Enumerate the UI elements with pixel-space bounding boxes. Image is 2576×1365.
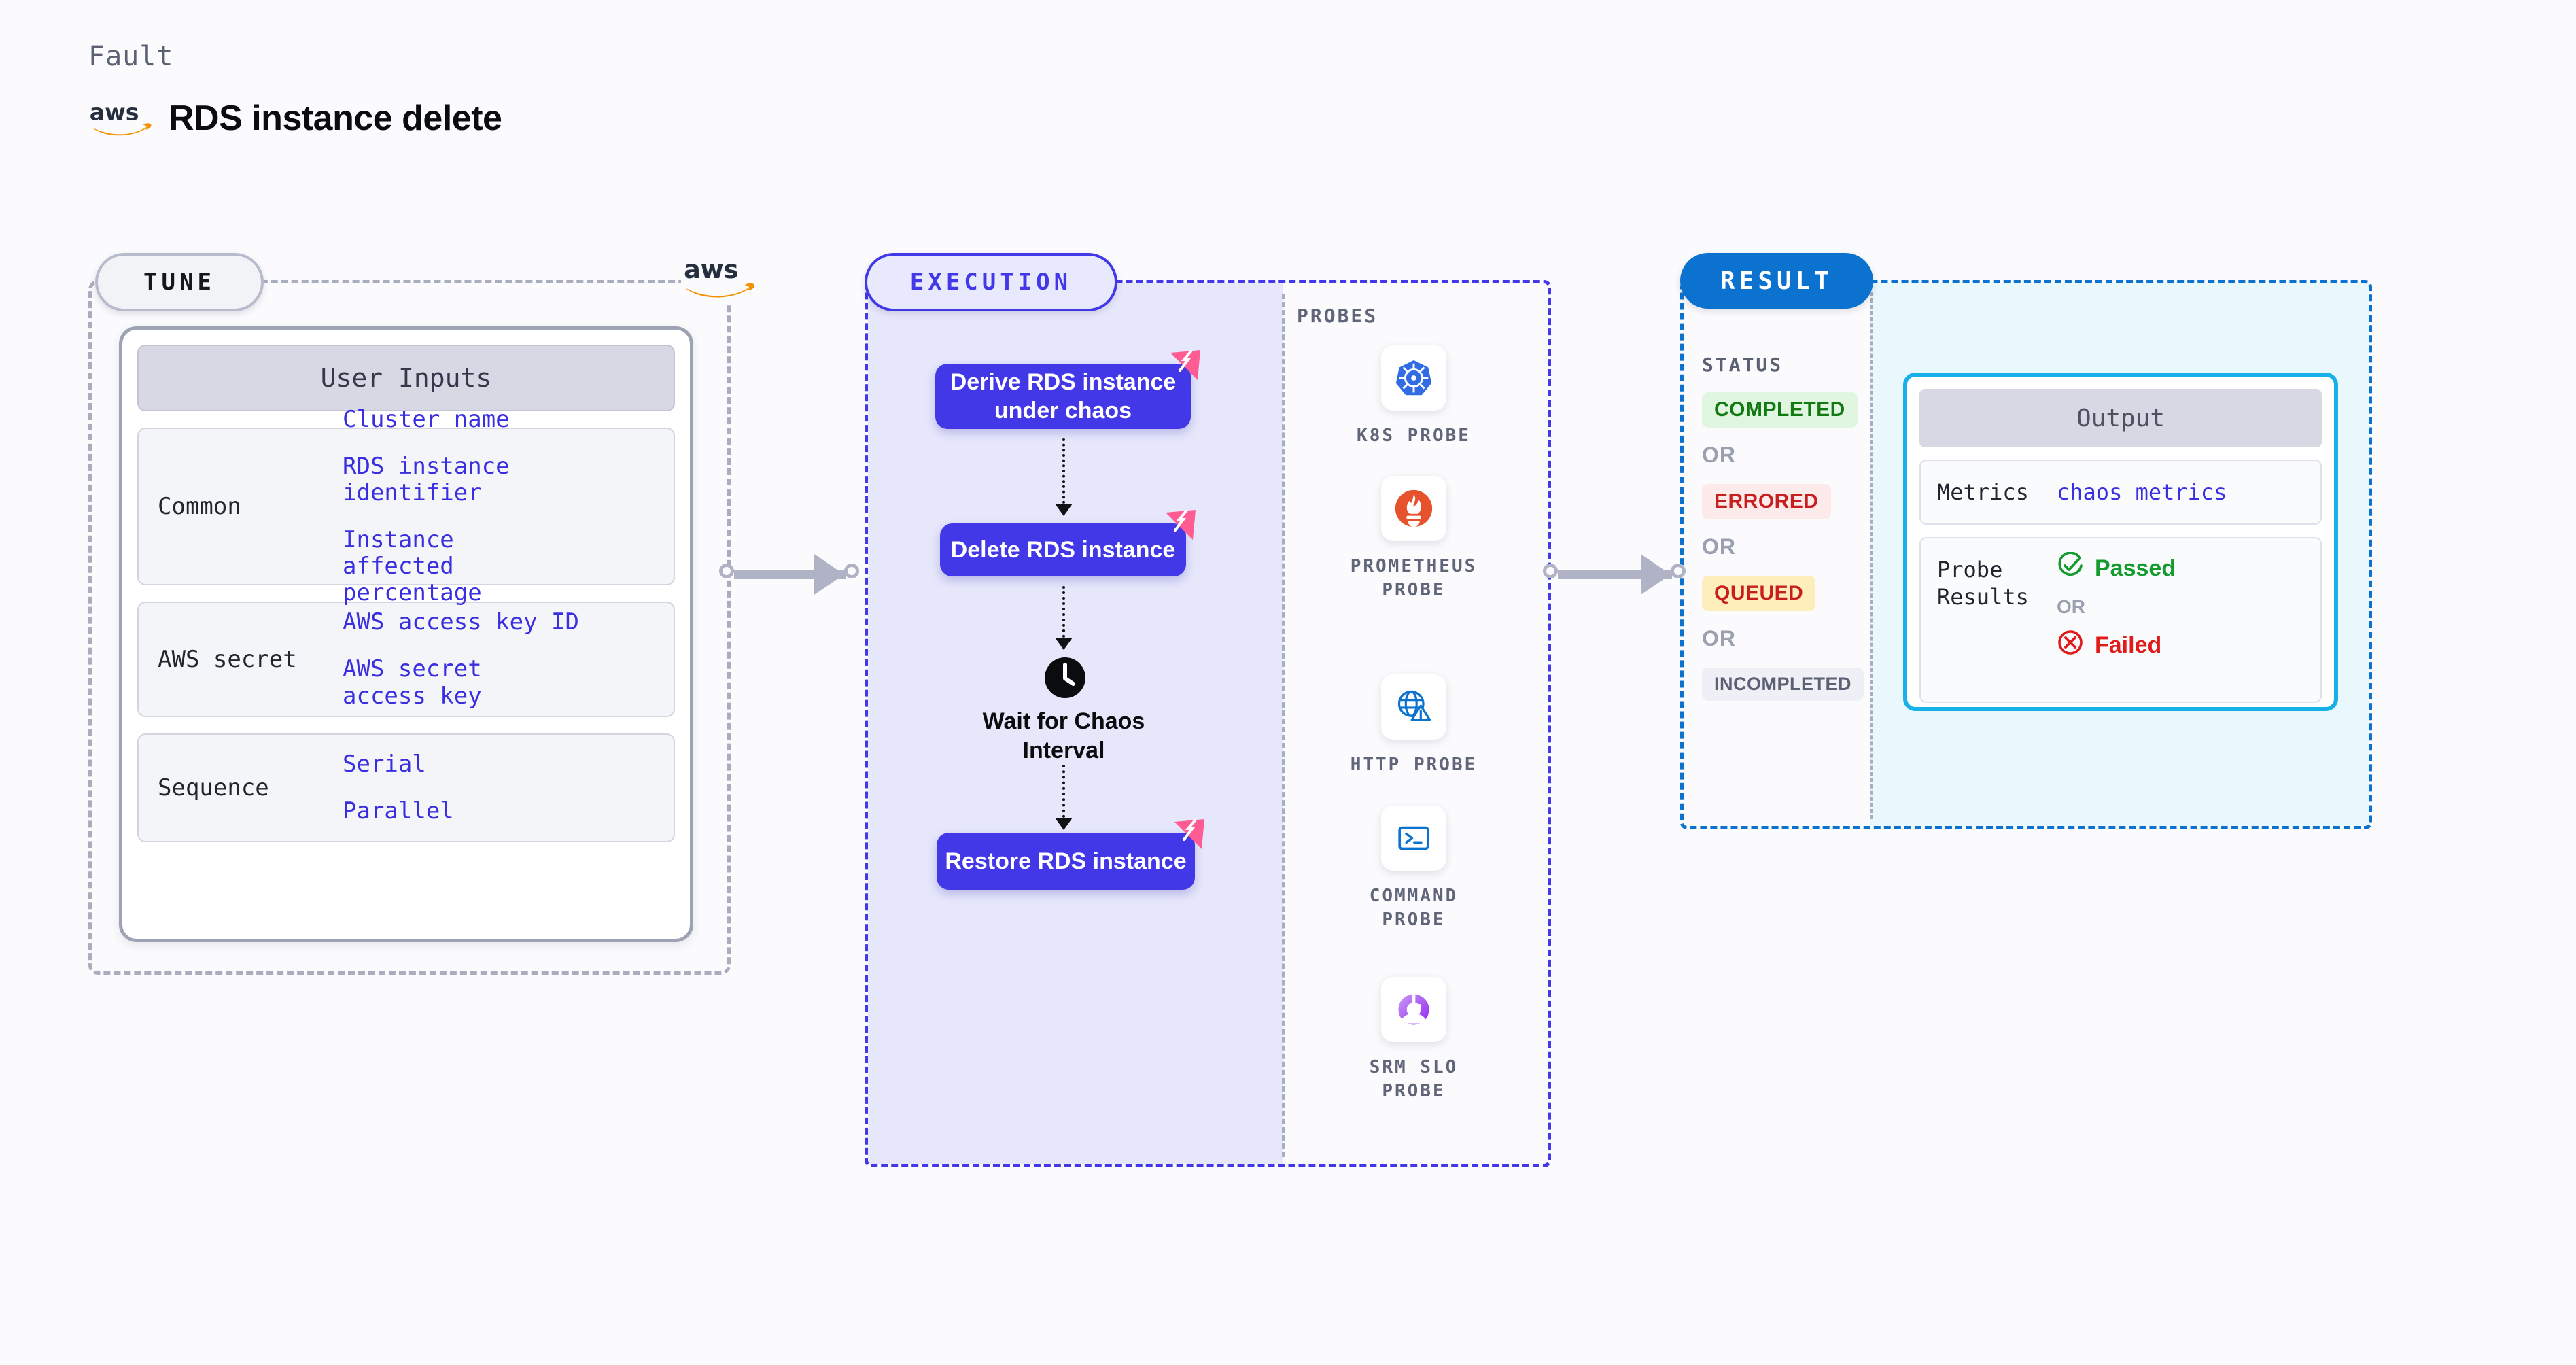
connector-execution-to-result [1543,554,1703,595]
litmus-icon [1163,507,1198,542]
execution-probes-divider [1282,294,1285,1157]
flow-node-label: Derive RDS instance under chaos [950,368,1177,424]
output-row-metrics: Metrics chaos metrics [1919,460,2322,525]
flow-node-wait-for-chaos-interval: Wait for Chaos Interval [982,708,1145,763]
or-separator: OR [2057,596,2085,617]
connector-tune-to-execution [719,554,875,595]
user-inputs-card: User Inputs Common Cluster name RDS inst… [119,326,693,942]
param-group-aws-secret: AWS secret AWS access key ID AWS secret … [137,602,675,717]
output-card: Output Metrics chaos metrics Probe Resul… [1903,373,2338,711]
param-group-label: AWS secret [158,646,297,673]
fault-kicker: Fault [88,41,174,72]
status-badge-completed: COMPLETED [1702,392,1858,428]
srm-slo-icon [1381,977,1446,1042]
probe-label: K8S PROBE [1357,426,1471,446]
tune-panel [88,280,731,975]
param-group-label: Sequence [158,774,269,801]
litmus-icon [1172,816,1207,852]
failed-label: Failed [2095,632,2162,658]
probe-label: COMMAND PROBE [1369,886,1459,931]
metrics-value[interactable]: chaos metrics [2057,479,2227,505]
probe-result-passed: Passed [2057,551,2320,585]
result-stage-pill[interactable]: RESULT [1680,253,1873,309]
passed-label: Passed [2095,555,2176,581]
check-circle-icon [2057,551,2084,585]
terminal-icon [1381,806,1446,871]
param-value[interactable]: Instance affected percentage [343,526,482,607]
probe-k8s[interactable]: K8S PROBE [1336,345,1492,448]
svg-text:aws: aws [684,255,738,284]
result-panel [1680,280,2372,829]
title-row: aws RDS instance delete [88,98,502,139]
clock-icon [1043,656,1087,699]
param-group-label: Common [158,493,241,520]
param-value[interactable]: AWS secret access key [343,655,482,710]
flow-node-restore-rds-instance[interactable]: Restore RDS instance [937,819,1204,890]
or-separator: OR [1702,626,1736,651]
flow-arrow-1 [1062,438,1068,504]
flow-node-label: Delete RDS instance [950,536,1176,563]
status-badge-errored: ERRORED [1702,484,1831,519]
flow-arrow-1-head [1055,504,1073,516]
flow-arrow-2-head [1055,638,1073,650]
flow-node-label: Restore RDS instance [945,848,1187,874]
flow-node-delete-rds-instance[interactable]: Delete RDS instance [940,510,1196,576]
probe-label: HTTP PROBE [1350,755,1478,775]
svg-text:aws: aws [90,99,139,126]
flow-arrow-2 [1062,586,1068,638]
litmus-icon [1168,347,1203,383]
prometheus-icon [1381,476,1446,541]
status-badge-incompleted: INCOMPLETED [1702,668,1864,701]
param-value[interactable]: Cluster name [343,405,510,433]
flow-arrow-3-head [1055,818,1073,830]
param-group-sequence: Sequence Serial Parallel [137,733,675,842]
aws-logo: aws [88,99,154,137]
param-value[interactable]: AWS access key ID [343,608,579,636]
result-status-divider [1870,292,1873,819]
probes-title: PROBES [1297,305,1378,327]
user-inputs-title: User Inputs [137,345,675,411]
param-value[interactable]: Serial [343,750,426,778]
execution-panel [865,280,1551,1167]
param-group-common: Common Cluster name RDS instance identif… [137,406,675,606]
probe-prometheus[interactable]: PROMETHEUS PROBE [1336,476,1492,602]
probe-command[interactable]: COMMAND PROBE [1336,806,1492,932]
status-title: STATUS [1702,353,1783,376]
probe-label: PROMETHEUS PROBE [1350,556,1478,601]
param-value[interactable]: Parallel [343,797,454,825]
probe-http[interactable]: HTTP PROBE [1336,674,1492,777]
or-separator: OR [1702,534,1736,559]
x-circle-icon [2057,629,2084,662]
tune-stage-pill[interactable]: TUNE [95,253,264,311]
probe-srm-slo[interactable]: SRM SLO PROBE [1336,977,1492,1103]
execution-stage-pill[interactable]: EXECUTION [865,253,1117,311]
param-value[interactable]: RDS instance identifier [343,452,510,506]
kubernetes-icon [1381,345,1446,411]
or-separator: OR [1702,443,1736,467]
probe-results-label: Probe Results [1937,557,2029,610]
output-title: Output [1919,389,2322,447]
execution-fill [868,283,1283,1164]
output-row-probe-results: Probe Results Passed OR [1919,537,2322,703]
status-badge-queued: QUEUED [1702,576,1816,611]
aws-logo-divider-icon: aws [681,250,757,305]
metrics-label: Metrics [1937,479,2029,505]
probe-result-failed: Failed [2057,629,2320,662]
status-column: STATUS COMPLETED OR ERRORED OR QUEUED OR… [1702,353,1864,701]
probe-label: SRM SLO PROBE [1369,1057,1459,1102]
page-title: RDS instance delete [169,99,502,138]
http-globe-icon [1381,674,1446,740]
flow-node-derive-rds-instance[interactable]: Derive RDS instance under chaos [935,350,1200,429]
flow-arrow-3 [1062,765,1068,818]
page-header: Fault aws RDS instance delete [88,41,502,139]
